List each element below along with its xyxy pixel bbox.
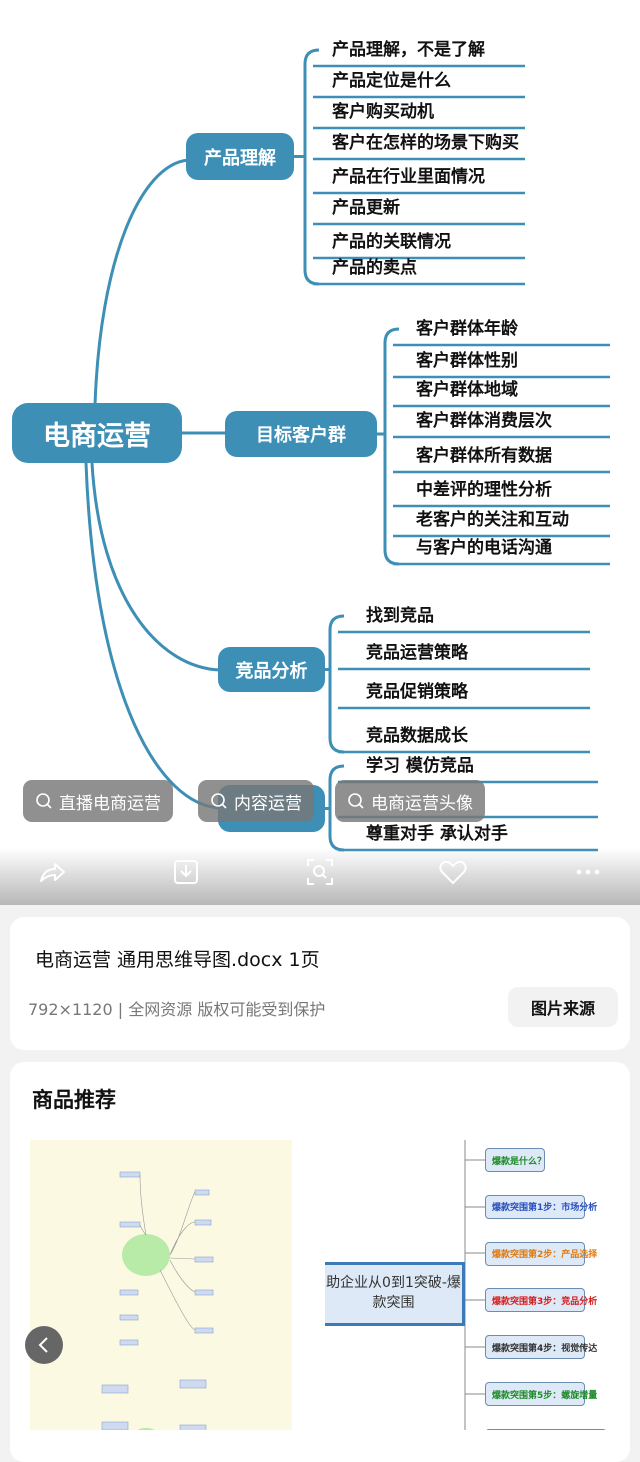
download-icon	[174, 860, 198, 884]
mindmap-leaf: 产品的卖点	[332, 258, 417, 278]
mindmap-leaf: 找到竞品	[366, 606, 434, 626]
recommend-item-2[interactable]: 助企业从0到1突破-爆款突围 爆款是什么？ 爆款突围第1步：市场分析爆款突围第2步…	[325, 1140, 630, 1430]
mindmap-leaf: 与客户的电话沟通	[416, 538, 552, 558]
chip-label: 直播电商运营	[59, 793, 161, 814]
mindmap-branch-node: 目标客户群	[225, 411, 377, 457]
image-viewer[interactable]: 产品理解，不是了解产品定位是什么客户购买动机客户在怎样的场景下购买产品在行业里面…	[0, 0, 640, 905]
chip-label: 内容运营	[234, 793, 302, 814]
thumbnail-node: 爆款突围第5步：螺旋增量	[485, 1382, 597, 1406]
mindmap-branch-node: 竞品分析	[218, 647, 325, 692]
image-search-button[interactable]	[304, 856, 336, 888]
search-icon	[36, 793, 52, 809]
search-chip-avatar[interactable]: 电商运营头像	[335, 780, 485, 822]
thumbnail-node: 爆款是什么？	[485, 1148, 546, 1172]
thumbnail-node: 爆款突围第2步：产品选择	[485, 1241, 597, 1266]
mindmap-leaf: 竞品数据成长	[366, 726, 468, 746]
mindmap-leaf: 客户群体年龄	[416, 319, 518, 339]
mindmap-leaf: 产品定位是什么	[332, 71, 451, 91]
section-heading: 商品推荐	[32, 1088, 116, 1112]
download-button[interactable]	[170, 856, 202, 888]
search-icon	[211, 793, 227, 809]
mindmap-leaf: 产品理解，不是了解	[332, 40, 485, 60]
image-title: 电商运营 通用思维导图.docx 1页	[35, 949, 320, 971]
branch-connector	[93, 158, 189, 406]
previous-button[interactable]	[25, 1326, 63, 1364]
search-chip-content-ops[interactable]: 内容运营	[198, 780, 314, 822]
chevron-left-icon	[38, 1337, 48, 1353]
favorite-button[interactable]	[437, 856, 469, 888]
more-button[interactable]	[572, 856, 604, 888]
bracket	[303, 48, 320, 286]
thumbnail-node: 爆款突围第4步：视觉传达	[485, 1335, 597, 1360]
mindmap-leaf: 客户购买动机	[332, 102, 434, 122]
mindmap-leaf: 客户群体所有数据	[416, 446, 552, 466]
recommend-card: 商品推荐 助企业从0到1突破-爆款突围 爆款是什么？爆款突围第1步：市场分析爆款…	[10, 1062, 630, 1462]
mindmap-leaf: 尊重对手 承认对手	[366, 824, 508, 844]
image-meta: 792×1120 | 全网资源 版权可能受到保护	[28, 1000, 326, 1019]
mindmap-leaf: 竞品促销策略	[366, 682, 468, 702]
thumbnail-center-node: 助企业从0到1突破-爆款突围	[325, 1262, 465, 1326]
mindmap-leaf: 客户群体性别	[416, 351, 518, 371]
branch-connector	[90, 462, 221, 672]
bracket	[328, 614, 345, 754]
chip-label: 电商运营头像	[371, 793, 473, 814]
mindmap-leaf: 老客户的关注和互动	[416, 510, 569, 530]
mindmap-leaf: 客户群体地域	[416, 380, 518, 400]
recommend-item-1[interactable]	[30, 1140, 292, 1430]
bracket	[383, 327, 400, 566]
mindmap-root-node: 电商运营	[12, 403, 182, 463]
share-icon	[40, 863, 65, 882]
mindmap-lines	[84, 48, 610, 852]
mindmap-leaf: 产品更新	[332, 198, 400, 218]
mindmap-leaf: 中差评的理性分析	[416, 480, 552, 500]
thumbnail-node: 爆款突围第1步：市场分析	[485, 1194, 597, 1219]
search-icon	[348, 793, 364, 809]
mindmap-leaf: 产品在行业里面情况	[332, 167, 485, 187]
share-button[interactable]	[36, 856, 68, 888]
scan-icon	[307, 859, 333, 885]
mindmap-leaf: 客户在怎样的场景下购买	[332, 133, 519, 153]
thumbnail-node: 爆款突围第3步：竞品分析	[485, 1288, 597, 1313]
branch-connector	[84, 462, 221, 810]
mindmap-thumbnail	[101, 1171, 214, 1430]
mindmap-leaf: 学习 模仿竞品	[366, 756, 474, 776]
thumbnail-connectors	[464, 1140, 485, 1430]
mindmap-leaf: 产品的关联情况	[332, 232, 451, 252]
more-icon	[576, 869, 600, 875]
search-chip-live-ecommerce[interactable]: 直播电商运营	[23, 780, 173, 822]
thumbnail-node: 爆款突围第6步：数据监控与优化	[485, 1428, 607, 1430]
image-info-card: 电商运营 通用思维导图.docx 1页 792×1120 | 全网资源 版权可能…	[10, 917, 630, 1050]
mindmap-leaf: 客户群体消费层次	[416, 411, 552, 431]
mindmap-leaf: 竞品运营策略	[366, 643, 468, 663]
image-source-button[interactable]: 图片来源	[508, 987, 618, 1027]
mindmap-branch-node: 产品理解	[186, 133, 294, 180]
heart-icon	[439, 860, 467, 885]
